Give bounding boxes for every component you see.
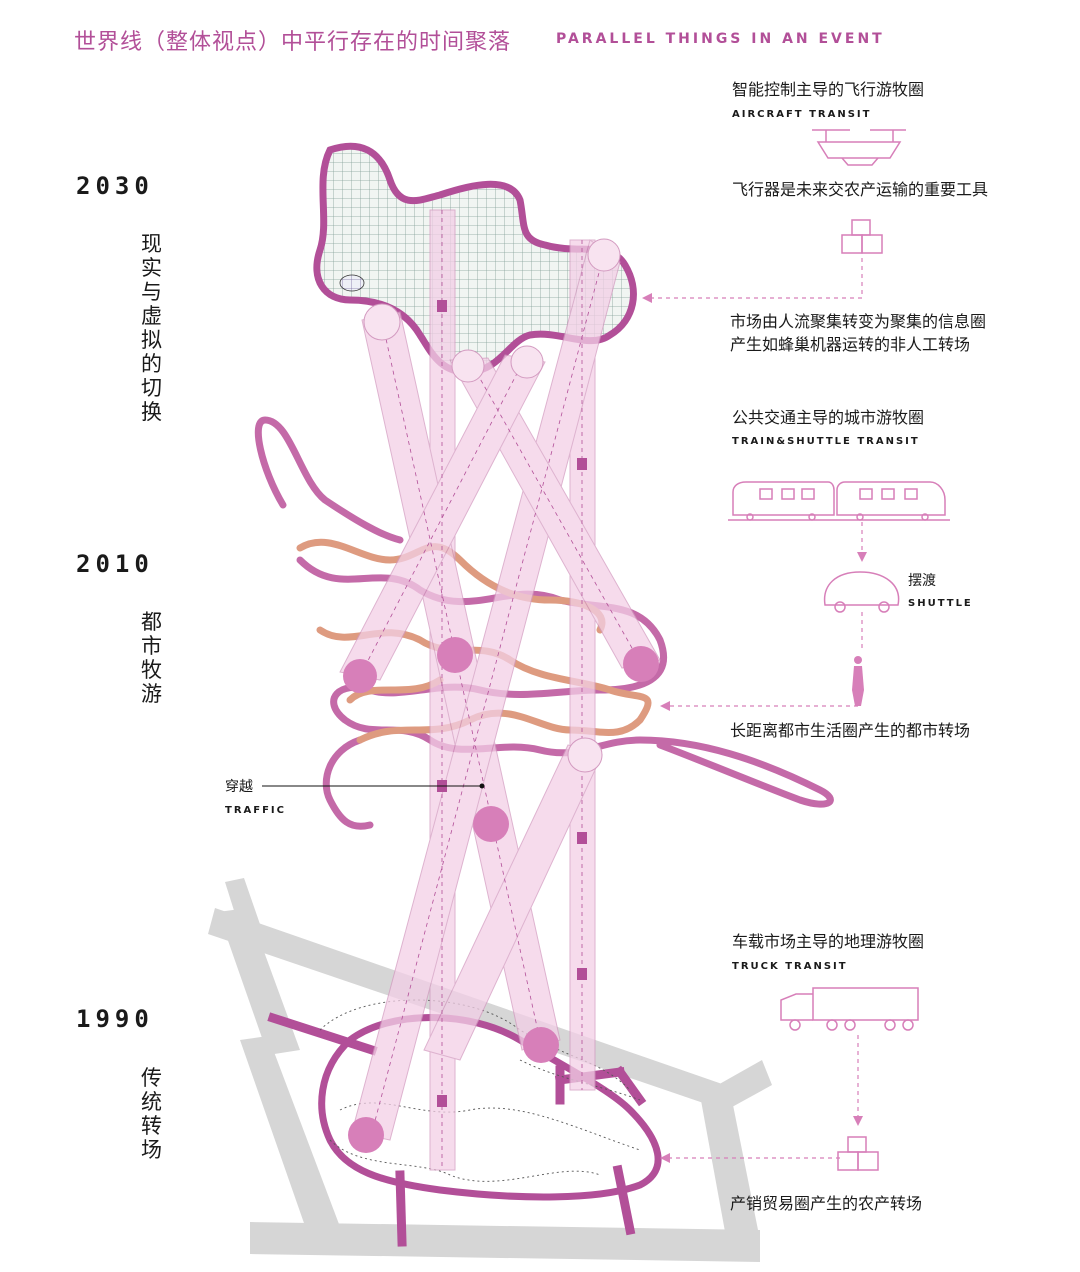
era-2010: 都市牧游 bbox=[141, 610, 162, 706]
truck-en: TRUCK TRANSIT bbox=[732, 961, 848, 972]
connector-lines bbox=[648, 258, 863, 1159]
virtual-cloud-grid bbox=[316, 146, 634, 373]
tube-centerlines bbox=[359, 210, 642, 1170]
aircraft-desc-2: 产生如蜂巢机器运转的非人工转场 bbox=[730, 335, 971, 354]
virtual-cloud-outline bbox=[313, 142, 637, 376]
cargo-boxes-icon bbox=[841, 219, 883, 254]
aircraft-note: 飞行器是未来交农产运输的重要工具 bbox=[732, 180, 989, 199]
aircraft-en: AIRCRAFT TRANSIT bbox=[732, 109, 872, 120]
train-title: 公共交通主导的城市游牧圈 bbox=[732, 408, 925, 427]
year-1990: 1990 bbox=[76, 1005, 154, 1033]
truck-title: 车载市场主导的地理游牧圈 bbox=[732, 932, 925, 951]
market-loop-1990 bbox=[318, 1014, 662, 1201]
page-title: 世界线（整体视点）中平行存在的时间聚落 bbox=[74, 30, 512, 55]
aircraft-title: 智能控制主导的飞行游牧圈 bbox=[732, 80, 925, 99]
virtual-node bbox=[339, 274, 365, 292]
train-icon bbox=[728, 481, 950, 521]
era-2030: 现实与虚拟的切换 bbox=[141, 232, 162, 424]
dotted-paths-1990 bbox=[319, 999, 641, 1182]
produce-boxes-icon bbox=[837, 1136, 879, 1171]
page-subtitle: PARALLEL THINGS IN AN EVENT bbox=[556, 31, 885, 47]
tube-portals bbox=[343, 238, 659, 1153]
truck-icon bbox=[780, 987, 919, 1031]
era-1990: 传统转场 bbox=[141, 1066, 162, 1162]
train-desc: 长距离都市生活圈产生的都市转场 bbox=[730, 721, 971, 740]
connector-arrows bbox=[642, 293, 867, 1163]
traffic-cn: 穿越 bbox=[225, 779, 253, 795]
drone-icon bbox=[812, 129, 906, 166]
year-2010: 2010 bbox=[76, 550, 154, 578]
aircraft-desc-1: 市场由人流聚集转变为聚集的信息圈 bbox=[730, 312, 987, 331]
person-icon bbox=[852, 656, 864, 706]
train-en: TRAIN&SHUTTLE TRANSIT bbox=[732, 436, 920, 447]
truck-desc: 产销贸易圈产生的农产转场 bbox=[730, 1194, 923, 1213]
year-2030: 2030 bbox=[76, 172, 154, 200]
traffic-en: TRAFFIC bbox=[225, 805, 286, 816]
shuttle-en: SHUTTLE bbox=[908, 598, 973, 609]
shuttle-icon bbox=[823, 571, 900, 613]
traffic-pointer-dot bbox=[479, 783, 485, 789]
shuttle-cn: 摆渡 bbox=[908, 573, 936, 589]
